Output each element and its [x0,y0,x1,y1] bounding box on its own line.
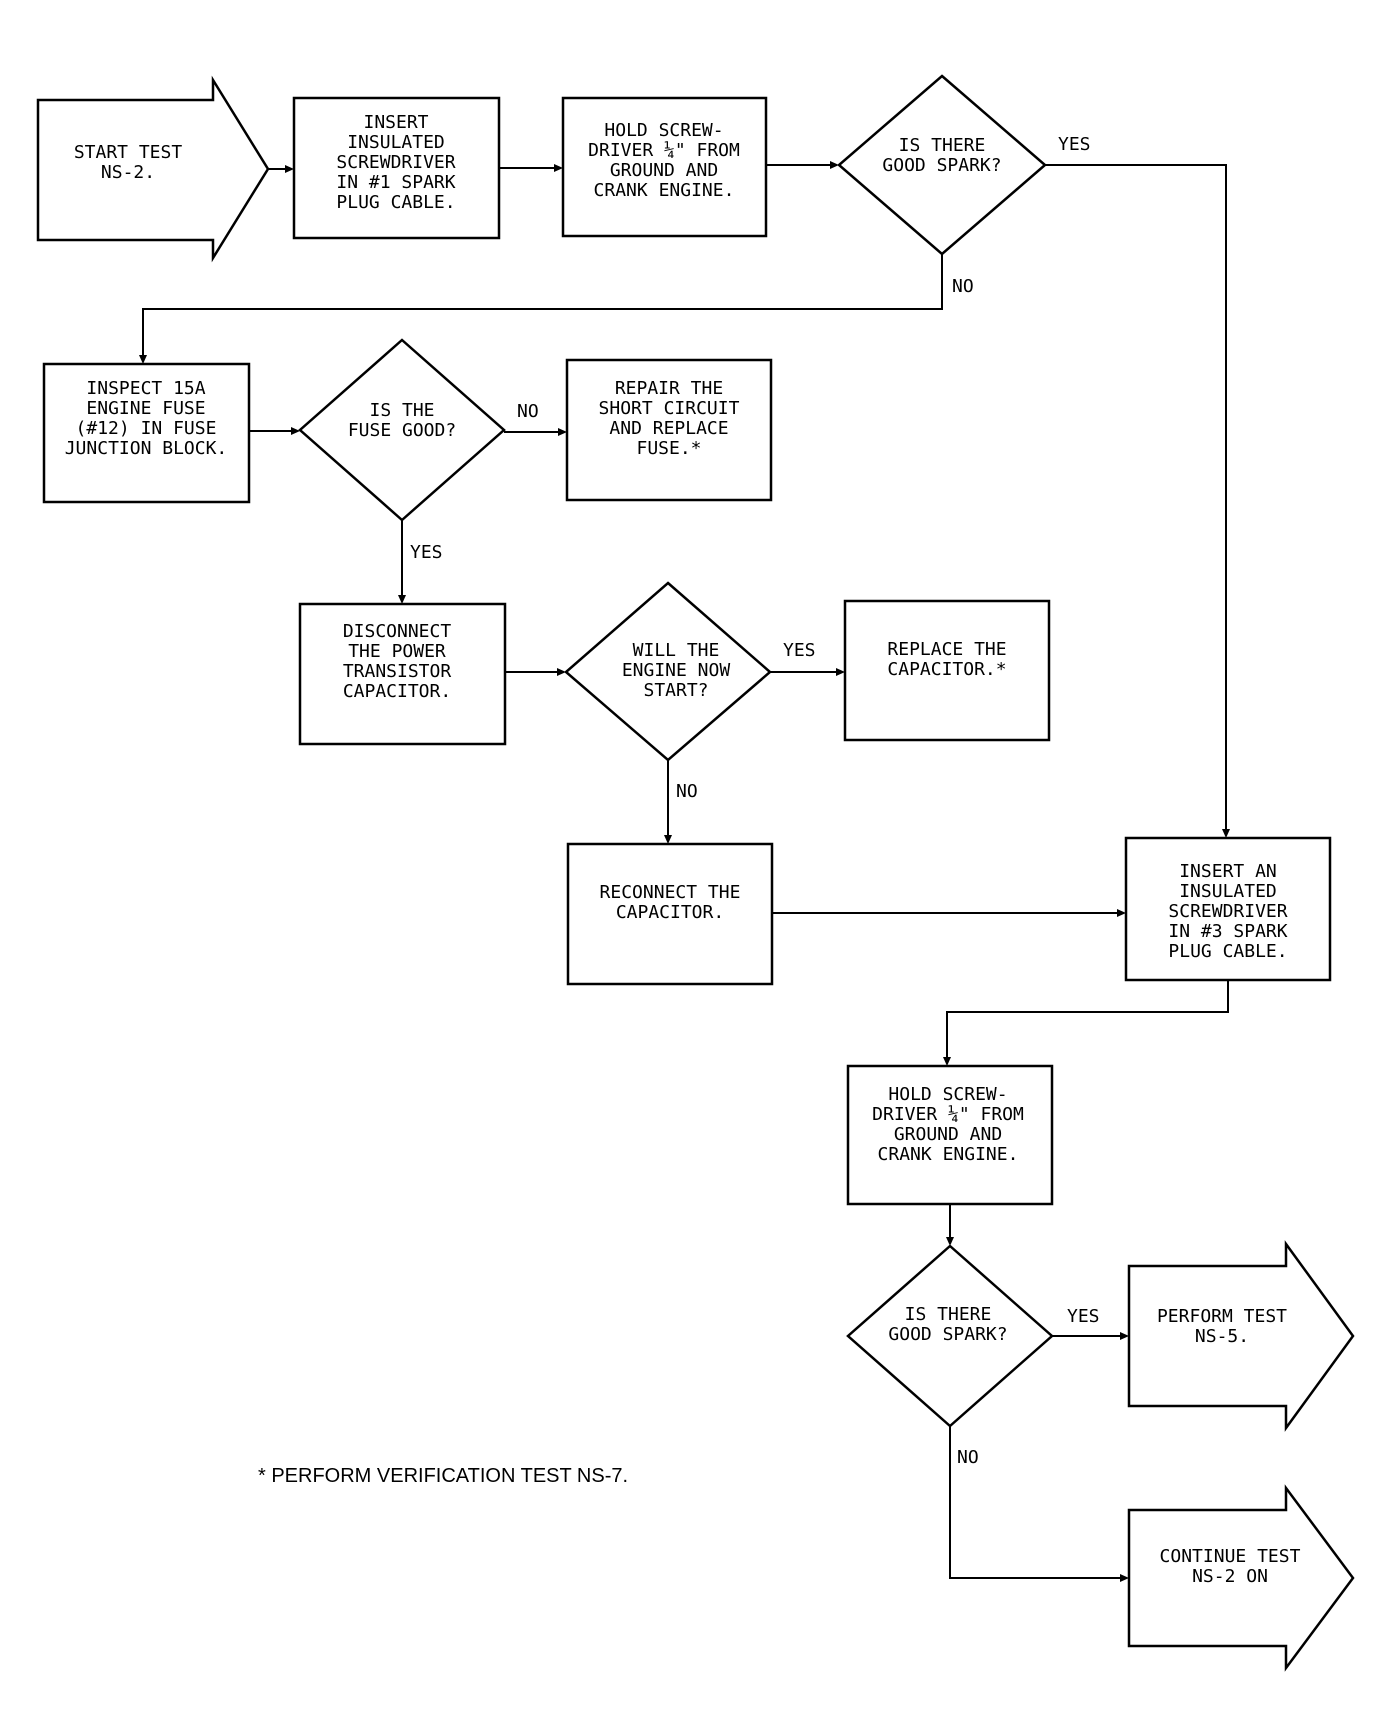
node-line: SCREWDRIVER [1168,901,1287,922]
node-line: CAPACITOR. [616,902,724,923]
node-line: WILL THE [633,640,720,661]
node-line: THE POWER [348,641,446,662]
node-line: GROUND AND [610,160,718,181]
fuse-yes-label: YES [410,542,443,563]
node-line: IS THERE [905,1304,992,1325]
node-line: REPAIR THE [615,378,723,399]
fuse-no-label: NO [517,401,539,422]
node-line: CRANK ENGINE. [878,1144,1019,1165]
node-line: DISCONNECT [343,621,452,642]
node-line: CRANK ENGINE. [594,180,735,201]
node-line: IS THE [369,400,434,421]
node-line: GOOD SPARK? [882,155,1001,176]
node-line: DRIVER ¼" FROM [872,1104,1024,1125]
spark2-no-label: NO [957,1447,979,1468]
node-line: PLUG CABLE. [336,192,455,213]
node-line: CONTINUE TEST [1160,1546,1301,1567]
node-line: JUNCTION BLOCK. [65,438,228,459]
node-line: START? [643,680,708,701]
node-line: FUSE GOOD? [348,420,456,441]
node-line: IN #1 SPARK [336,172,455,193]
node-line: HOLD SCREW- [604,120,723,141]
node-line: SCREWDRIVER [336,152,455,173]
node-line: AND REPLACE [609,418,728,439]
node-line: PLUG CABLE. [1168,941,1287,962]
node-line: GROUND AND [894,1124,1002,1145]
node-line: INSERT [363,112,428,133]
node-line: DRIVER ¼" FROM [588,140,740,161]
node-line: INSULATED [1179,881,1277,902]
node-line: GOOD SPARK? [888,1324,1007,1345]
node-line: INSPECT 15A [86,378,205,399]
node-line: START TEST [74,142,183,163]
node-line: IN #3 SPARK [1168,921,1287,942]
node-line: REPLACE THE [887,639,1006,660]
engine-start-no-label: NO [676,781,698,802]
node-line: PERFORM TEST [1157,1306,1287,1327]
node-line: IS THERE [899,135,986,156]
spark1-yes-label: YES [1058,134,1091,155]
node-line: INSERT AN [1179,861,1277,882]
node-line: ENGINE FUSE [86,398,205,419]
node-line: NS-5. [1195,1326,1249,1347]
node-line: NS-2 ON [1192,1566,1268,1587]
footnote: * PERFORM VERIFICATION TEST NS-7. [258,1465,628,1487]
node-line: NS-2. [101,162,155,183]
node-line: INSULATED [347,132,445,153]
node-line: RECONNECT THE [600,882,741,903]
node-line: CAPACITOR.* [887,659,1006,680]
node-line: CAPACITOR. [343,681,451,702]
node-line: SHORT CIRCUIT [599,398,740,419]
node-line: TRANSISTOR [343,661,452,682]
spark1-no-label: NO [952,276,974,297]
engine-start-yes-label: YES [783,640,816,661]
node-line: (#12) IN FUSE [76,418,217,439]
node-line: ENGINE NOW [622,660,731,681]
node-line: FUSE.* [636,438,701,459]
spark2-yes-label: YES [1067,1306,1100,1327]
node-line: HOLD SCREW- [888,1084,1007,1105]
